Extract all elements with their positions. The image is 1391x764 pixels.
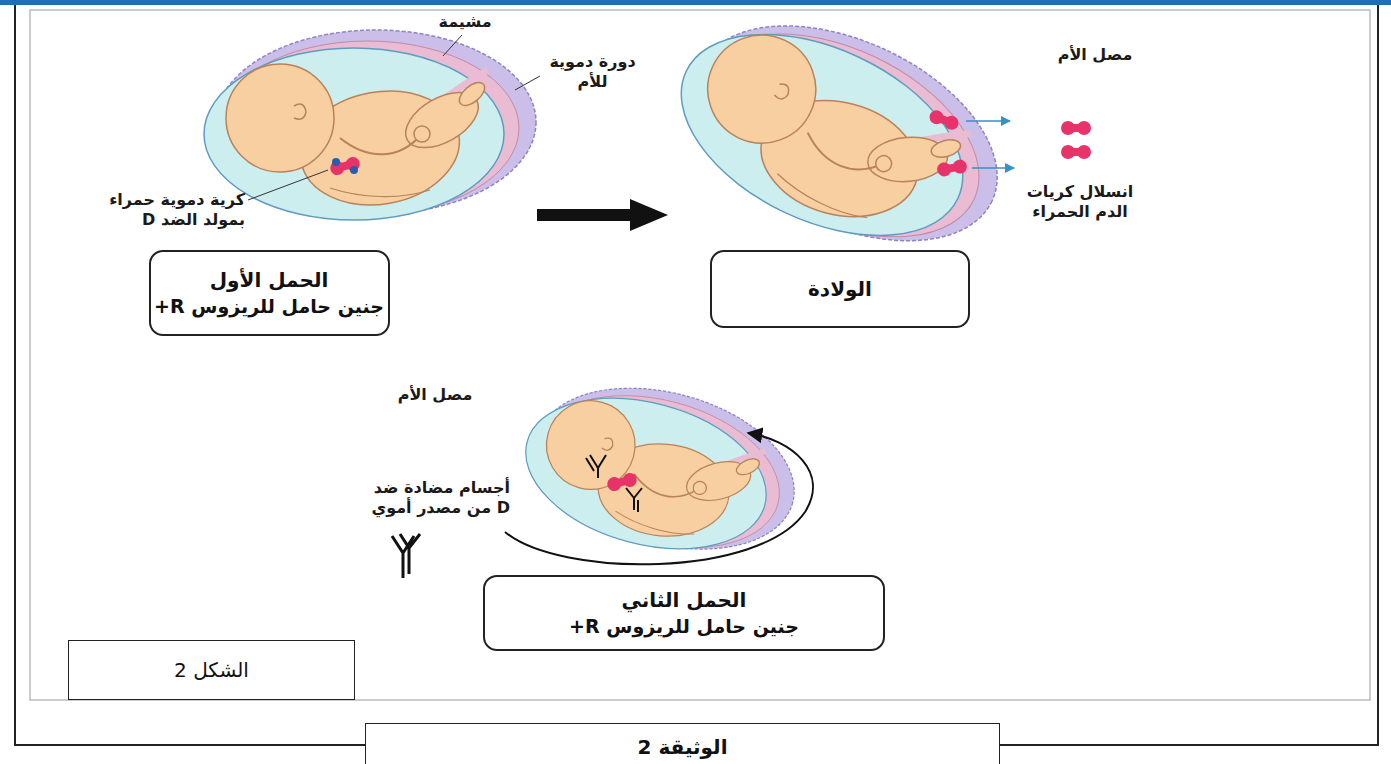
red-blood-cell (329, 155, 362, 176)
box-heading: الحمل الأول (210, 267, 329, 294)
leader-line (515, 76, 540, 90)
red-blood-cell (928, 108, 961, 131)
womb-figure (204, 30, 536, 220)
process-arrow (537, 209, 633, 221)
process-arrow (630, 199, 668, 231)
antibody-symbol (392, 534, 420, 578)
top-band (0, 0, 1391, 5)
passage-arrow (972, 167, 1014, 169)
part-label: مصل الأم (380, 385, 490, 405)
antibody-symbol (586, 455, 606, 478)
box-heading: الوثيقة 2 (638, 734, 728, 761)
part-label: مصل الأم (1040, 45, 1150, 65)
womb-figure (650, 0, 1031, 290)
antibody-symbol (626, 488, 642, 512)
part-label: دورة دموية للأم (540, 52, 645, 92)
womb-figure (509, 359, 812, 580)
box-body: جنين حامل للريزوس R+ (569, 614, 799, 640)
part-label: انسلال كريات الدم الحمراء (1010, 182, 1150, 222)
stage-box: الحمل الثانيجنين حامل للريزوس R+ (483, 575, 885, 651)
box-heading: الولادة (808, 276, 872, 303)
red-blood-cell (606, 471, 639, 492)
transfer-arrow (505, 433, 813, 564)
antigen-dot (350, 166, 358, 174)
box-body: جنين حامل للريزوس R+ (154, 294, 384, 320)
leader-line (443, 35, 462, 56)
part-label: كرية دموية حمراء بمولد الضد D (95, 190, 245, 230)
part-label: أجسام مضادة ضد D من مصدر أموي (355, 478, 510, 518)
red-blood-cell (1061, 145, 1091, 159)
figure-caption-box: الشكل 2 (68, 640, 355, 700)
antigen-dot (332, 158, 340, 166)
passage-arrow (966, 120, 1010, 122)
stage-box: الولادة (710, 250, 970, 328)
part-label: مشيمة (420, 12, 510, 32)
box-heading: الشكل 2 (174, 657, 249, 684)
leader-line (248, 170, 328, 200)
box-heading: الحمل الثاني (622, 587, 747, 614)
stage-box: الحمل الأولجنين حامل للريزوس R+ (149, 250, 390, 336)
red-blood-cell (936, 159, 968, 178)
document-title-box: الوثيقة 2 (365, 723, 1000, 764)
red-blood-cell (1061, 121, 1091, 135)
